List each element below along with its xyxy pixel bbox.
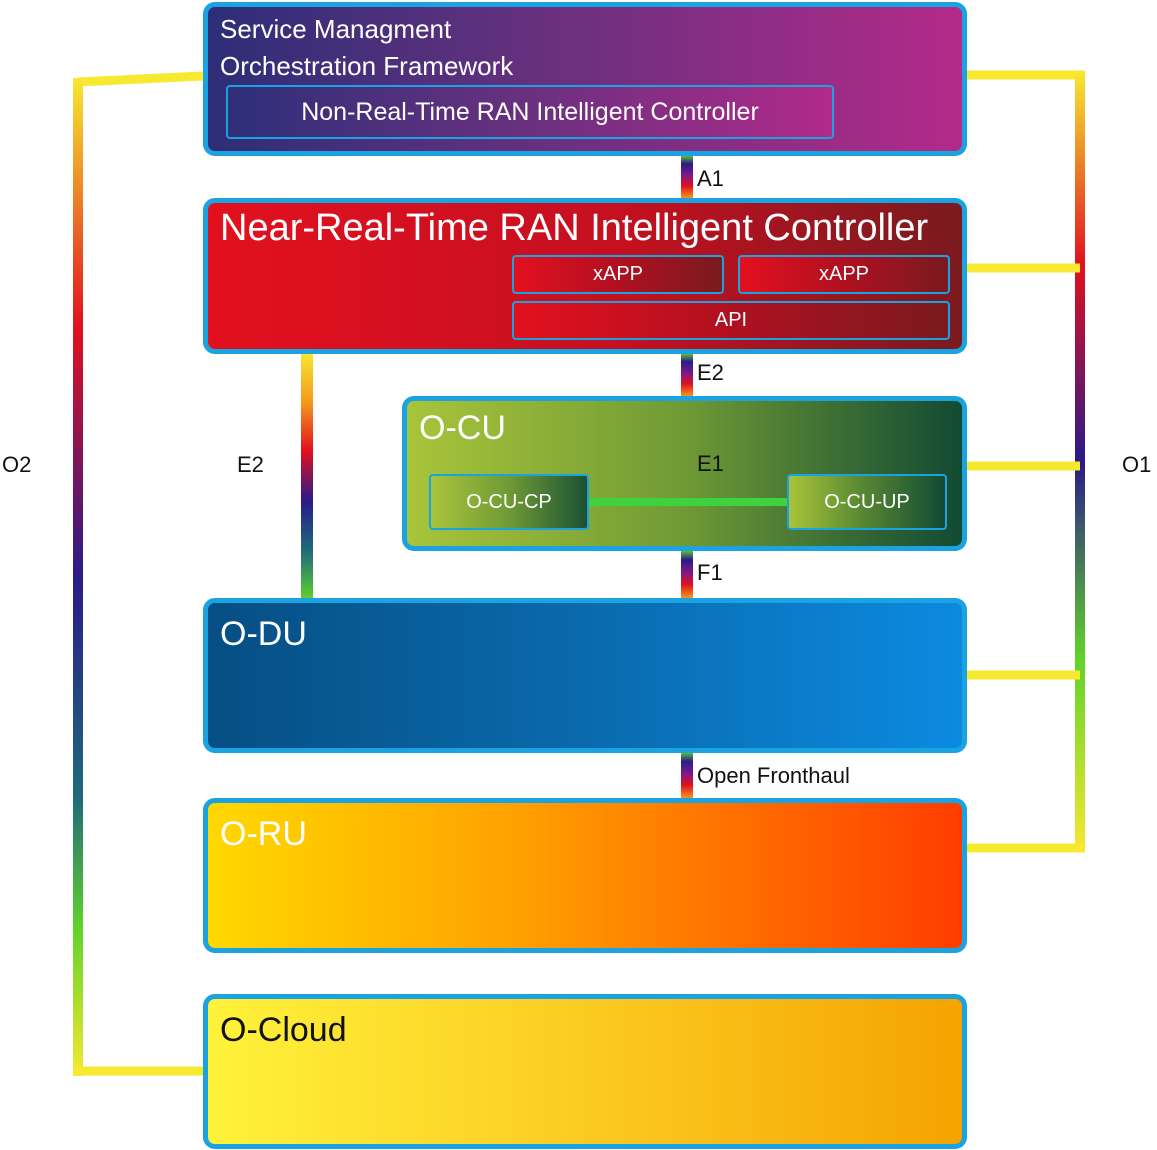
o-cu-title: O-CU [419,409,506,447]
o-cloud-box: O-Cloud [203,994,967,1149]
o-cu-cp-box: O-CU-CP [429,474,589,530]
o-ru-title: O-RU [220,815,307,853]
xapp-box-1: xAPP [512,255,724,294]
e2-left-link [301,352,313,600]
o-cloud-title: O-Cloud [220,1011,347,1049]
smo-box: Service Managment Orchestration Framewor… [203,2,967,156]
o-cu-box: O-CU O-CU-CP O-CU-UP [402,396,967,551]
o-ru-box: O-RU [203,798,967,953]
o2-label: O2 [2,452,32,477]
e1-link [589,498,787,506]
e2-left-label: E2 [237,452,264,477]
e1-label: E1 [697,451,724,476]
o1-label: O1 [1122,452,1152,477]
smo-title-line2: Orchestration Framework [220,51,514,81]
api-box: API [512,301,950,340]
smo-title-line1: Service Managment [220,14,452,44]
a1-link [681,155,693,199]
e2-center-link [681,353,693,397]
open-fronthaul-label: Open Fronthaul [697,763,850,788]
o1-link [966,70,1085,853]
open-fronthaul-link [681,752,693,799]
e2-center-label: E2 [697,360,724,385]
near-rt-ric-box: Near-Real-Time RAN Intelligent Controlle… [203,198,967,354]
near-rt-ric-title: Near-Real-Time RAN Intelligent Controlle… [220,207,929,249]
o-du-box: O-DU [203,598,967,753]
o-du-title: O-DU [220,615,307,653]
xapp-box-2: xAPP [738,255,950,294]
f1-label: F1 [697,560,723,585]
o-cu-up-box: O-CU-UP [787,474,947,530]
non-rt-ric-box: Non-Real-Time RAN Intelligent Controller [226,85,834,139]
smo-title: Service Managment Orchestration Framewor… [220,11,513,85]
a1-label: A1 [697,166,724,191]
o2-link [73,71,205,1076]
f1-link [681,550,693,599]
